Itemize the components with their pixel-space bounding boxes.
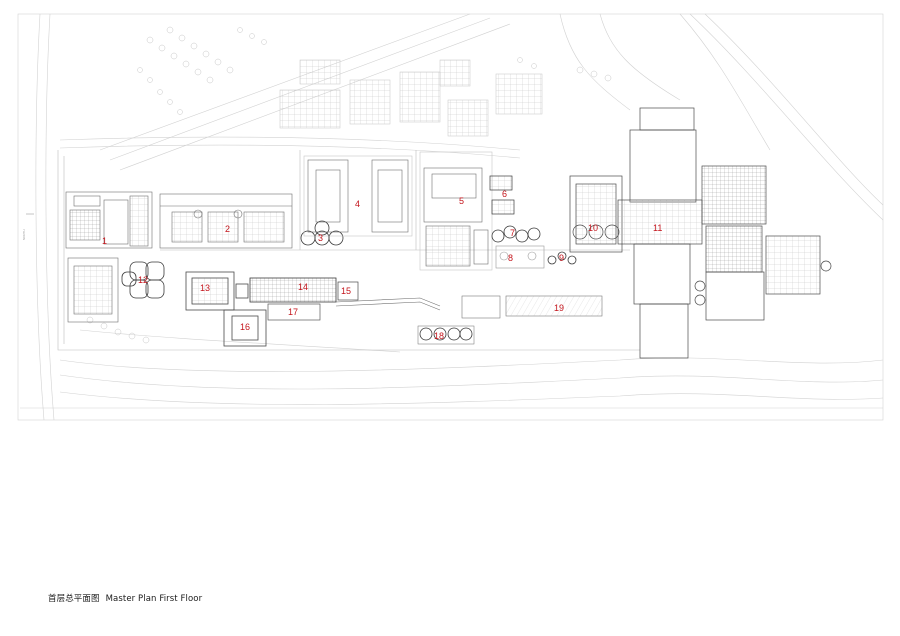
building-16 <box>223 309 267 347</box>
building-2 <box>159 193 293 249</box>
building-4 <box>303 155 413 237</box>
label-14: 14 <box>298 282 308 292</box>
label-4: 4 <box>355 199 360 209</box>
site-context <box>17 13 884 421</box>
landscape-trees <box>86 26 612 344</box>
building-10 <box>569 175 623 253</box>
building-7 <box>491 225 541 243</box>
label-2: 2 <box>225 224 230 234</box>
caption-chinese: 首层总平面图 <box>48 594 100 604</box>
label-12: 12 <box>138 275 148 285</box>
drawing-caption: 首层总平面图 Master Plan First Floor <box>48 592 202 604</box>
label-15: 15 <box>341 286 351 296</box>
label-1: 1 <box>102 236 107 246</box>
building-18 <box>417 325 475 345</box>
svg-text:NORTH: NORTH <box>22 229 26 240</box>
building-11 <box>617 107 832 359</box>
label-8: 8 <box>508 253 513 263</box>
building-6 <box>489 175 515 215</box>
label-5: 5 <box>459 196 464 206</box>
building-17 <box>267 303 321 321</box>
building-5 <box>419 151 493 271</box>
building-8 <box>495 245 545 269</box>
label-18: 18 <box>434 331 444 341</box>
building-15 <box>337 281 359 301</box>
parking-area <box>279 59 543 137</box>
label-13: 13 <box>200 283 210 293</box>
label-7: 7 <box>510 228 515 238</box>
label-19: 19 <box>554 303 564 313</box>
north-marker: NORTH <box>22 213 34 240</box>
label-10: 10 <box>588 223 598 233</box>
label-17: 17 <box>288 307 298 317</box>
building-13 <box>185 271 249 311</box>
building-number-labels: 1 2 3 4 5 6 7 8 9 10 11 12 13 14 15 16 1… <box>102 189 662 341</box>
label-16: 16 <box>240 322 250 332</box>
label-3: 3 <box>318 233 323 243</box>
building-19 <box>461 295 603 319</box>
building-9 <box>547 251 577 265</box>
internal-road <box>57 150 640 351</box>
building-14 <box>249 277 337 303</box>
building-12 <box>121 261 165 299</box>
label-6: 6 <box>502 189 507 199</box>
label-9: 9 <box>559 253 564 263</box>
building-west-block <box>67 257 119 323</box>
label-11: 11 <box>653 223 662 233</box>
pedestrian-bridge <box>335 297 441 311</box>
caption-english: Master Plan First Floor <box>105 594 203 604</box>
building-1 <box>65 191 153 249</box>
